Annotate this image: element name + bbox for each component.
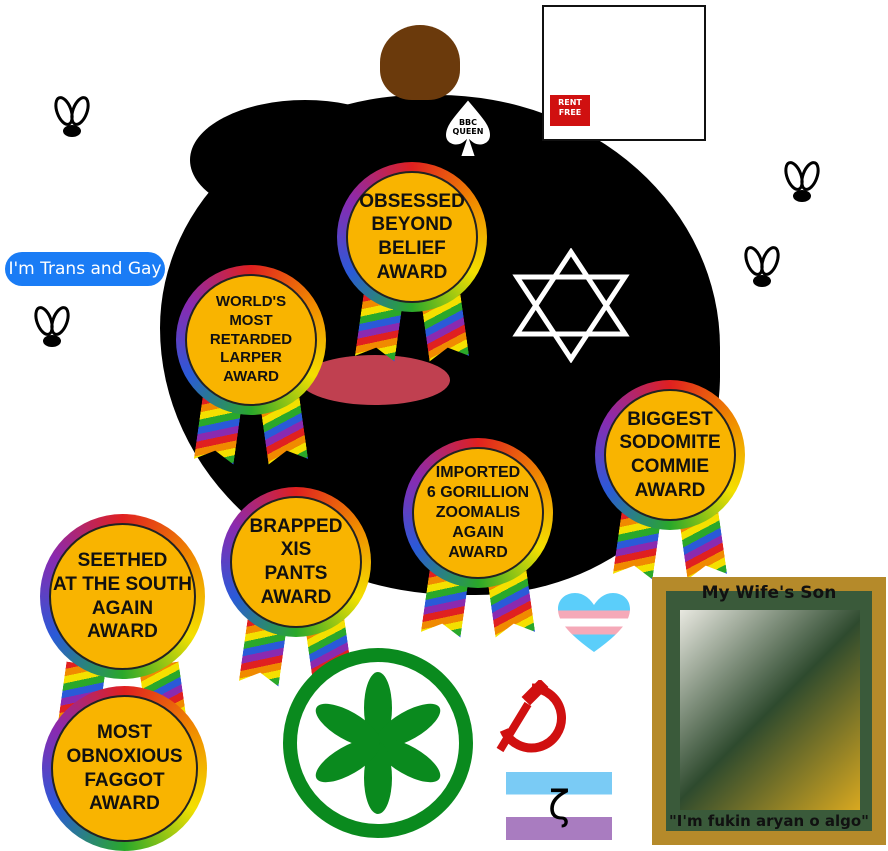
frame-title: My Wife's Son bbox=[701, 583, 837, 603]
award-text: BIGGEST SODOMITE COMMIE AWARD bbox=[604, 389, 736, 521]
chat-bubble: I'm Trans and Gay bbox=[5, 252, 165, 286]
spade-text: BBC QUEEN bbox=[452, 118, 484, 136]
flag-symbol: ζ bbox=[548, 783, 570, 829]
award-text: OBSESSED BEYOND BELIEF AWARD bbox=[346, 171, 478, 303]
rent-free-portrait: RENT FREE bbox=[542, 5, 706, 141]
frame-caption: "I'm fukin aryan o algo" bbox=[668, 812, 870, 830]
award-rosette: MOST OBNOXIOUS FAGGOT AWARD bbox=[42, 686, 207, 851]
award-text: BRAPPED XIS PANTS AWARD bbox=[230, 496, 362, 628]
award-text: WORLD'S MOST RETARDED LARPER AWARD bbox=[185, 274, 317, 406]
fly-icon bbox=[50, 95, 94, 139]
trans-heart-icon bbox=[556, 592, 632, 654]
fly-icon bbox=[30, 305, 74, 349]
award-rosette: BIGGEST SODOMITE COMMIE AWARD bbox=[595, 380, 745, 530]
pride-flag: ζ bbox=[506, 772, 612, 840]
award-rosette: OBSESSED BEYOND BELIEF AWARD bbox=[337, 162, 487, 312]
star-of-david-icon bbox=[510, 248, 632, 363]
award-text: IMPORTED 6 GORILLION ZOOMALIS AGAIN AWAR… bbox=[412, 447, 544, 579]
padania-sun-icon bbox=[283, 648, 473, 838]
award-rosette: IMPORTED 6 GORILLION ZOOMALIS AGAIN AWAR… bbox=[403, 438, 553, 588]
hammer-sickle-icon bbox=[492, 680, 570, 758]
poop-icon bbox=[380, 25, 460, 100]
framed-picture bbox=[680, 610, 860, 810]
award-rosette: WORLD'S MOST RETARDED LARPER AWARD bbox=[176, 265, 326, 415]
award-rosette: BRAPPED XIS PANTS AWARD bbox=[221, 487, 371, 637]
fly-icon bbox=[780, 160, 824, 204]
lips-icon bbox=[300, 355, 450, 405]
award-text: SEETHED AT THE SOUTH AGAIN AWARD bbox=[49, 523, 196, 670]
award-text: MOST OBNOXIOUS FAGGOT AWARD bbox=[51, 695, 198, 842]
fly-icon bbox=[740, 245, 784, 289]
award-rosette: SEETHED AT THE SOUTH AGAIN AWARD bbox=[40, 514, 205, 679]
rent-free-sign: RENT FREE bbox=[550, 95, 590, 126]
spade-icon bbox=[443, 97, 493, 159]
